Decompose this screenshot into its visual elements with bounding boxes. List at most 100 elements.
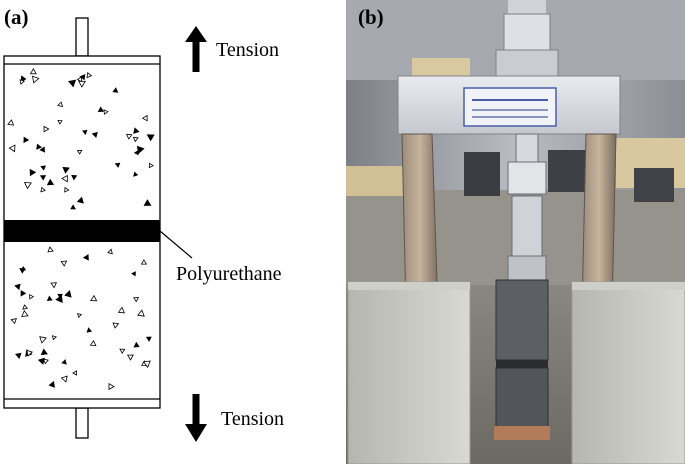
polyurethane-layer [4, 220, 160, 242]
aggregate-triangle [114, 162, 121, 168]
aggregate-triangle [48, 380, 56, 388]
aggregate-triangle [76, 76, 83, 83]
aggregate-triangle [55, 294, 63, 304]
aggregate-triangle [20, 266, 27, 271]
base-plate [494, 426, 550, 440]
tension-top-label: Tension [216, 39, 279, 61]
left-block-top [348, 282, 470, 290]
bg-cube [634, 168, 674, 202]
aggregate-triangle [39, 146, 46, 153]
aggregate-triangle [21, 309, 29, 317]
aggregate-triangle [39, 336, 47, 344]
aggregate-triangle [145, 336, 152, 342]
bg-item [412, 58, 470, 78]
aggregate-triangle [64, 186, 70, 193]
joint-upper [515, 133, 539, 165]
aggregate-triangle [112, 322, 120, 329]
aggregate-triangle [20, 289, 27, 297]
aggregate-triangle [43, 358, 49, 365]
aggregate-triangle [103, 109, 109, 115]
aggregate-triangle [61, 359, 67, 365]
aggregate-triangle [36, 143, 43, 150]
aggregate-triangle [91, 131, 98, 138]
aggregate-triangle [137, 309, 145, 317]
aggregate-triangle [15, 352, 22, 360]
aggregate-triangle [40, 186, 46, 193]
aggregate-triangle [40, 348, 48, 356]
left-support-block [347, 281, 471, 464]
aggregate-triangle [119, 348, 126, 354]
aggregate-triangle [133, 341, 140, 348]
aggregate-triangle [47, 246, 54, 253]
aggregate-triangle [79, 74, 86, 81]
right-support-block [571, 281, 685, 464]
aggregate-triangle [19, 79, 26, 85]
aggregate-triangle [70, 204, 77, 210]
aggregate-triangle [125, 133, 133, 140]
joint-body [507, 161, 547, 195]
panel-b-photo: (b) [346, 0, 685, 464]
aggregate-triangle [107, 248, 113, 255]
aggregate-triangle [126, 354, 134, 361]
right-block-top [572, 282, 685, 290]
aggregate-triangle [71, 174, 78, 181]
aggregate-triangle [61, 174, 68, 183]
bottom-rod [75, 407, 89, 439]
specimen-diagram: (a) Polyurethane Tension Tension [3, 5, 284, 442]
joint-lower [511, 195, 543, 259]
specimen-lower [495, 367, 549, 429]
nameplate [463, 87, 557, 127]
aggregate-triangle [29, 168, 37, 177]
joint-clamp [507, 255, 547, 283]
aggregate-triangle [29, 67, 37, 75]
aggregate-triangle [20, 75, 27, 82]
aggregate-triangle [10, 318, 17, 325]
aggregate-triangle [23, 181, 32, 190]
aggregate-triangle [72, 370, 78, 376]
aggregate-triangle [68, 79, 77, 88]
aggregate-triangle [22, 304, 29, 310]
polyurethane-label: Polyurethane [176, 263, 282, 285]
aggregate-triangle [112, 87, 119, 93]
aggregate-triangle [57, 101, 64, 108]
aggregate-triangle [37, 357, 45, 365]
aggregate-triangle [133, 150, 139, 156]
leader-line [159, 230, 193, 259]
aggregate-triangle [57, 119, 63, 125]
aggregate-triangle [133, 127, 140, 134]
aggregate-triangle [86, 72, 93, 79]
aggregate-triangle [133, 297, 140, 303]
aggregate-triangle [117, 306, 126, 314]
aggregate-triangle [7, 119, 15, 126]
aggregate-triangle [40, 165, 46, 171]
aggregate-particles [7, 67, 155, 391]
aggregate-triangle [146, 134, 155, 142]
load-cell [503, 13, 551, 55]
specimen-upper [495, 279, 549, 361]
panel-a-schematic: (a) Polyurethane Tension Tension [0, 0, 340, 464]
aggregate-triangle [60, 375, 68, 383]
aggregate-triangle [82, 254, 89, 261]
aggregate-triangle [76, 149, 83, 155]
aggregate-triangle [46, 178, 55, 186]
aggregate-triangle [43, 125, 50, 133]
aggregate-triangle [29, 294, 35, 300]
aggregate-triangle [143, 199, 152, 206]
aggregate-triangle [141, 114, 148, 122]
aggregate-triangle [131, 271, 136, 277]
aggregate-triangle [31, 75, 40, 84]
aggregate-triangle [77, 313, 83, 319]
aggregate-triangle [133, 171, 139, 177]
aggregate-triangle [108, 383, 115, 391]
aggregate-triangle [23, 136, 30, 144]
aggregate-triangle [8, 144, 16, 153]
load-cell-base [495, 49, 559, 77]
aggregate-triangle [142, 360, 151, 369]
aggregate-triangle [26, 349, 33, 357]
aggregate-triangle [76, 196, 84, 204]
arrow-down-icon [185, 394, 207, 442]
aggregate-triangle [90, 294, 98, 302]
bg-cube [464, 152, 500, 196]
aggregate-triangle [140, 259, 148, 265]
arrow-up-icon [185, 26, 207, 72]
